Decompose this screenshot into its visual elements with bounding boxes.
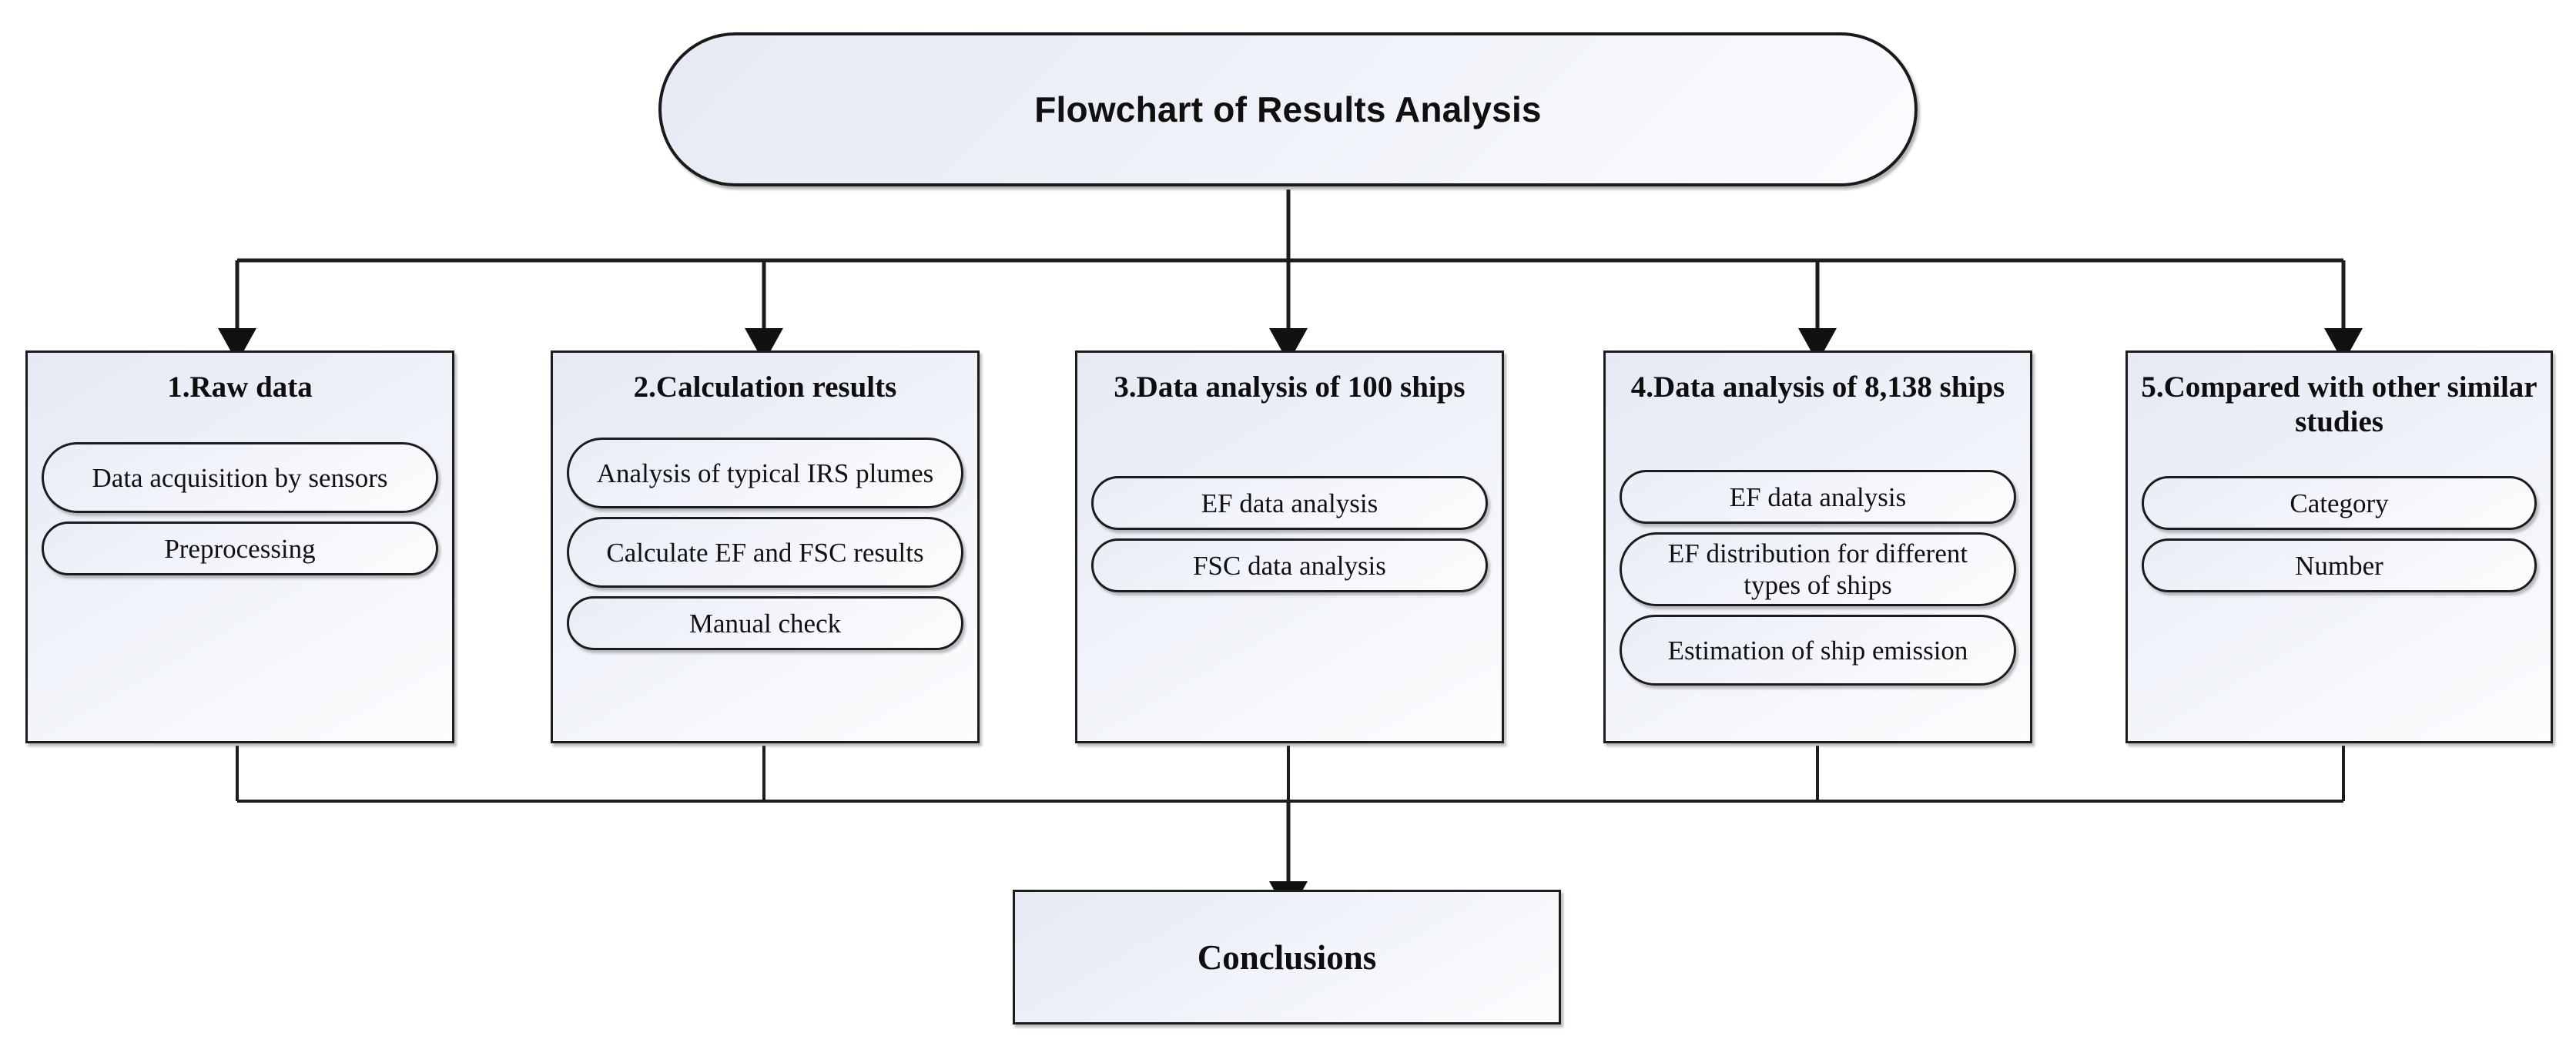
flowchart-title-node: Flowchart of Results Analysis [658, 32, 1918, 186]
stage-box-1: 1.Raw data Data acquisition by sensors P… [25, 350, 454, 743]
stage-item-list-5: Category Number [2142, 476, 2537, 601]
stage-box-4: 4.Data analysis of 8,138 ships EF data a… [1603, 350, 2032, 743]
stage-item[interactable]: Preprocessing [42, 522, 438, 575]
stage-heading-3: 3.Data analysis of 100 ships [1114, 371, 1466, 404]
stage-item[interactable]: EF data analysis [1091, 476, 1488, 530]
conclusions-node: Conclusions [1013, 890, 1561, 1025]
stage-box-3: 3.Data analysis of 100 ships EF data ana… [1075, 350, 1504, 743]
stage-item[interactable]: FSC data analysis [1091, 538, 1488, 592]
stage-heading-5: 5.Compared with other similar studies [2141, 371, 2537, 438]
stage-item-list-4: EF data analysis EF distribution for dif… [1620, 470, 2016, 694]
stage-item-list-2: Analysis of typical IRS plumes Calculate… [567, 438, 963, 659]
stage-heading-2: 2.Calculation results [633, 371, 897, 404]
stage-item-list-3: EF data analysis FSC data analysis [1091, 476, 1488, 601]
stage-item[interactable]: Data acquisition by sensors [42, 442, 438, 513]
stage-item[interactable]: EF distribution for different types of s… [1620, 532, 2016, 606]
stage-box-2: 2.Calculation results Analysis of typica… [551, 350, 980, 743]
stage-item[interactable]: Manual check [567, 596, 963, 650]
conclusions-label: Conclusions [1197, 937, 1377, 977]
stage-heading-1: 1.Raw data [167, 371, 313, 404]
stage-item[interactable]: EF data analysis [1620, 470, 2016, 524]
stage-item[interactable]: Calculate EF and FSC results [567, 517, 963, 588]
stage-item[interactable]: Estimation of ship emission [1620, 615, 2016, 686]
stage-box-5: 5.Compared with other similar studies Ca… [2125, 350, 2553, 743]
stage-item[interactable]: Number [2142, 538, 2537, 592]
stage-item[interactable]: Analysis of typical IRS plumes [567, 438, 963, 508]
page-title: Flowchart of Results Analysis [1034, 89, 1542, 129]
stage-item-list-1: Data acquisition by sensors Preprocessin… [42, 442, 438, 584]
stage-heading-4: 4.Data analysis of 8,138 ships [1630, 371, 2005, 404]
stage-item[interactable]: Category [2142, 476, 2537, 530]
